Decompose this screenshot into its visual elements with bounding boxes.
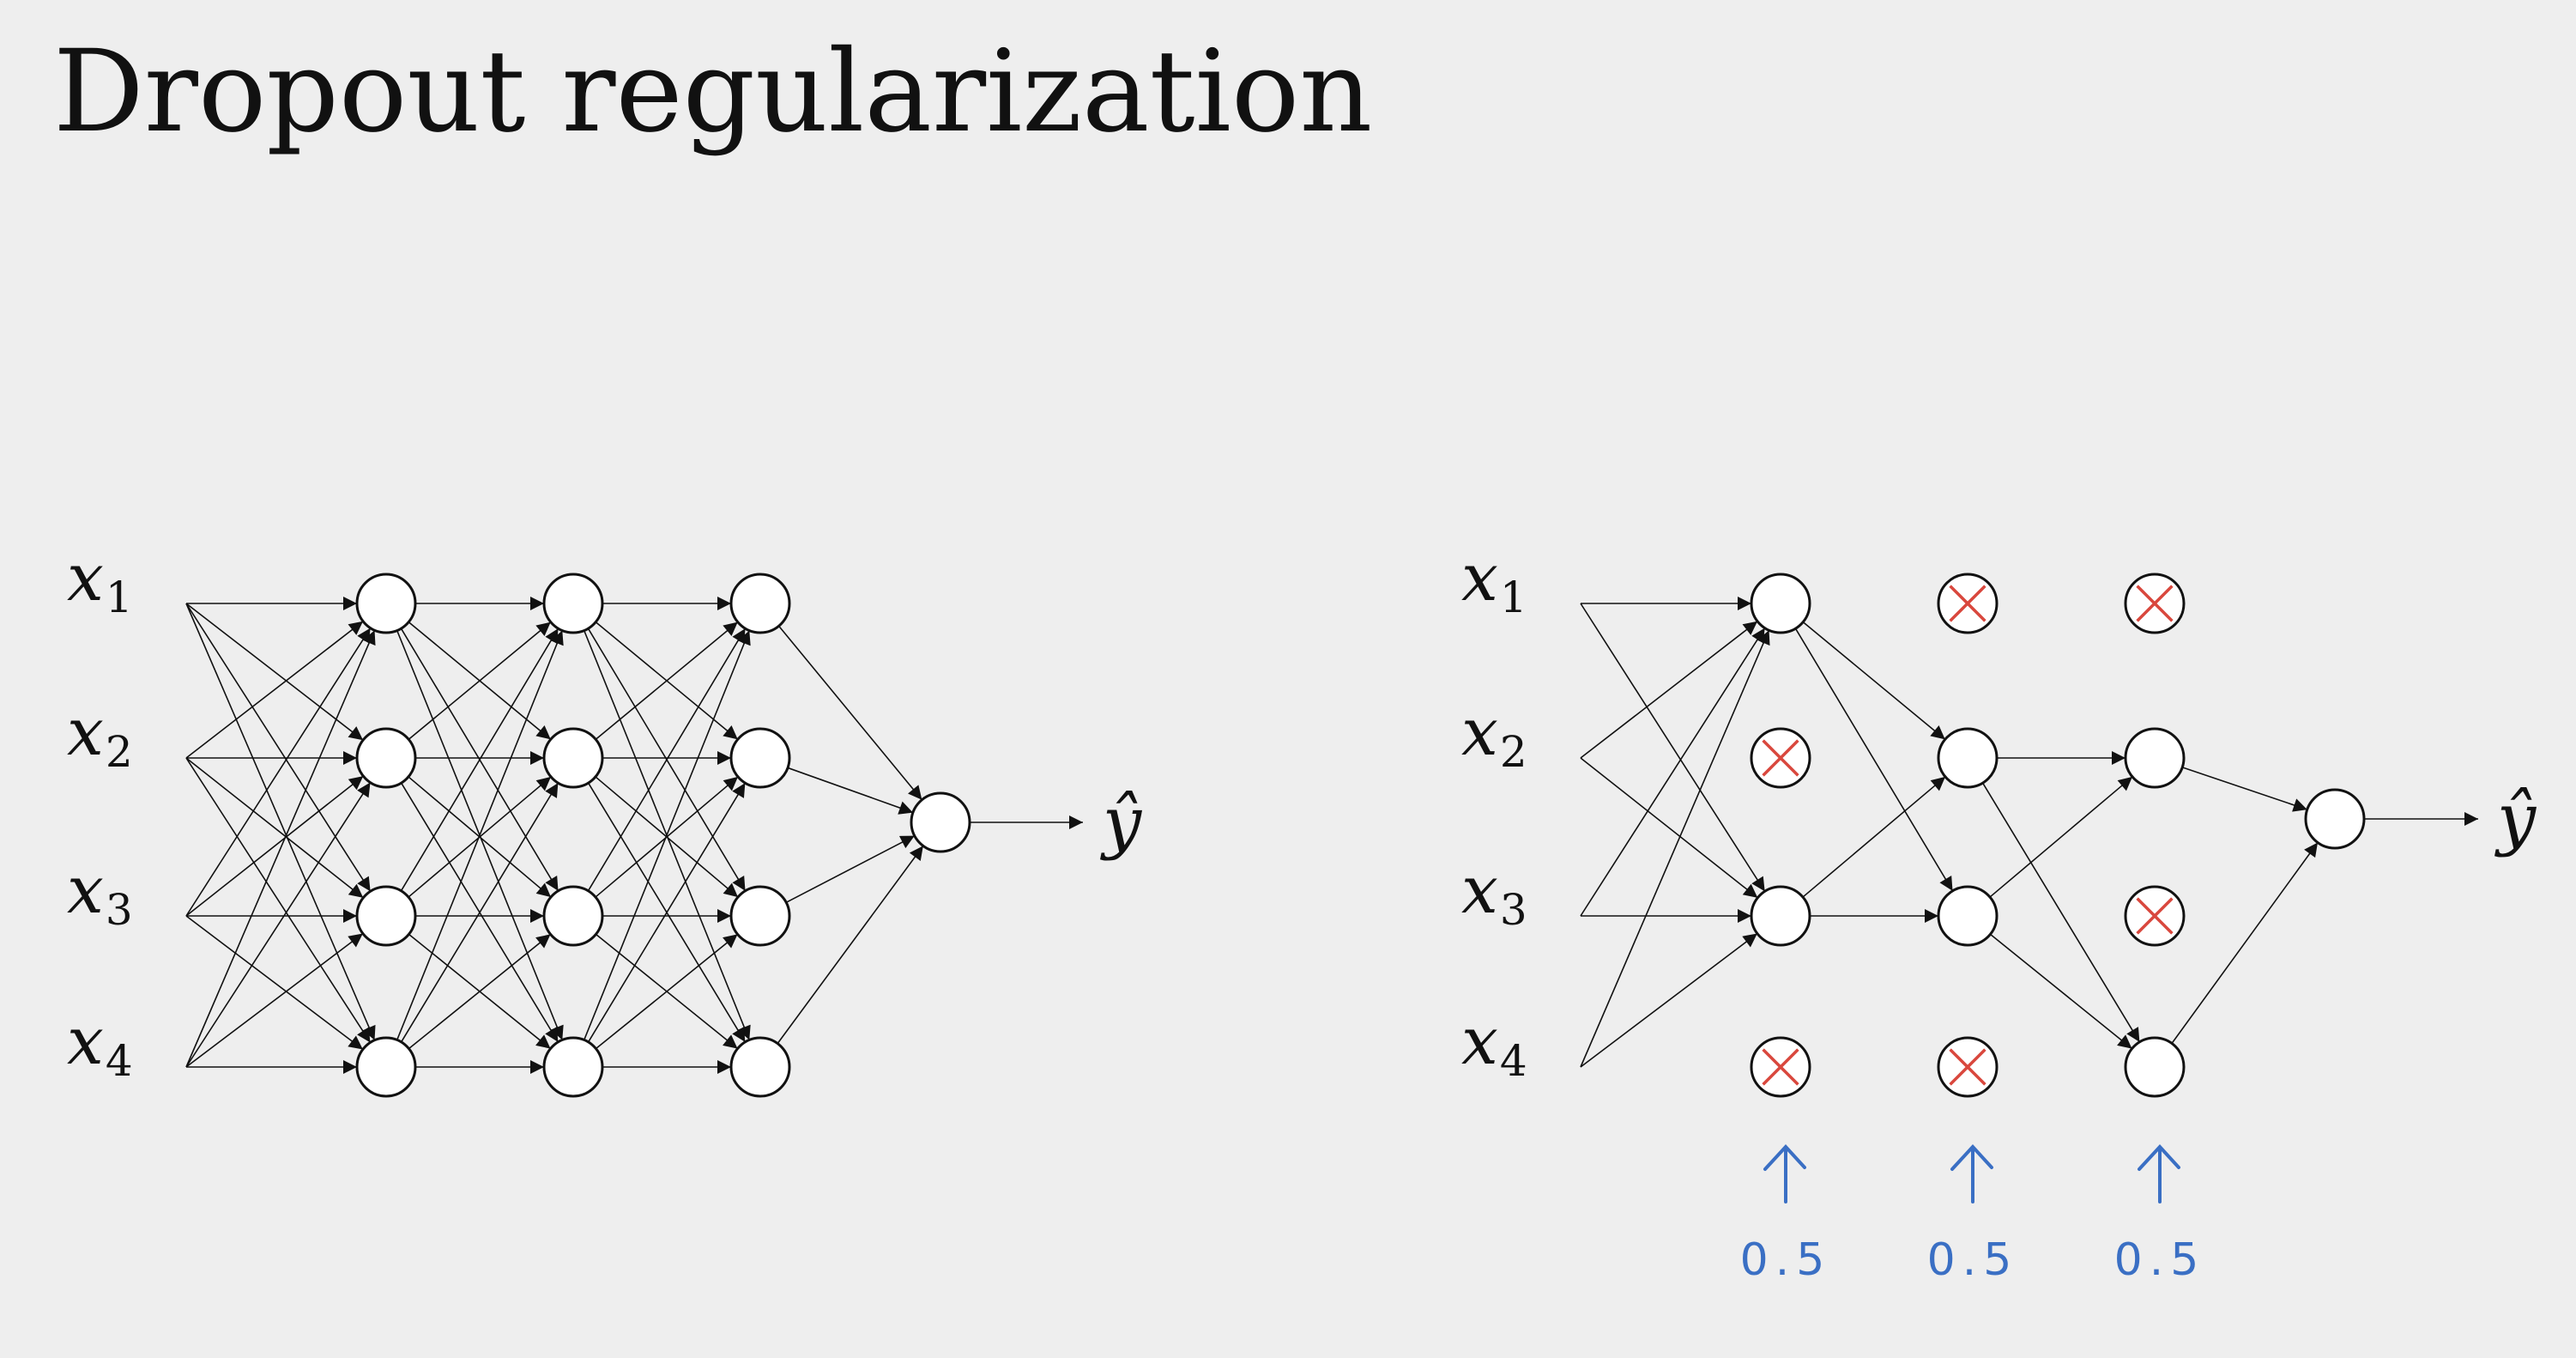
connection <box>1981 782 2141 1043</box>
connection <box>1580 627 1766 917</box>
up-arrow-icon <box>2138 1144 2180 1203</box>
connection <box>1580 603 1766 892</box>
keep-prob-label: 0.5 <box>1740 1234 1832 1286</box>
up-arrow-icon <box>1950 1144 1993 1203</box>
connection <box>777 625 923 801</box>
connection <box>185 915 364 1051</box>
input-label-x2: x2 <box>1461 694 1527 777</box>
dropped-unit <box>1750 1036 1811 1098</box>
cross-icon <box>1762 739 1799 777</box>
connection <box>408 933 552 1050</box>
hidden-unit <box>1937 727 1999 789</box>
connection <box>1989 933 2133 1050</box>
hidden-unit <box>1937 885 1999 947</box>
dropped-unit <box>2124 885 2186 947</box>
keep-prob-annotation: 0.5 <box>1740 1144 1832 1286</box>
input-label-x2: x2 <box>67 694 133 777</box>
edges <box>185 597 924 1074</box>
connection <box>583 630 751 1040</box>
connection <box>185 782 372 1068</box>
connection <box>785 834 916 904</box>
up-arrow-icon <box>1763 1144 1806 1203</box>
connection <box>408 621 552 740</box>
connection <box>777 845 924 1045</box>
hidden-unit <box>729 727 791 789</box>
keep-prob-annotation: 0.5 <box>1927 1144 2019 1286</box>
connection <box>185 932 364 1068</box>
hidden-unit <box>729 573 791 634</box>
input-label-x1: x1 <box>1461 539 1527 622</box>
dropped-unit <box>1937 573 1999 634</box>
hidden-unit <box>729 1036 791 1098</box>
connection <box>1580 757 1758 899</box>
input-label-x4: x4 <box>67 1003 133 1086</box>
keep-prob-label: 0.5 <box>1927 1234 2019 1286</box>
connection <box>587 627 747 892</box>
connection <box>595 933 739 1050</box>
output-label-yhat: ŷ <box>2494 779 2537 858</box>
hidden-unit <box>542 573 604 634</box>
hidden-unit <box>355 885 417 947</box>
connection <box>787 767 914 815</box>
hidden-unit <box>542 1036 604 1098</box>
cross-icon <box>1949 585 1986 622</box>
output-label-yhat: ŷ <box>1100 782 1143 862</box>
connection <box>1580 629 1770 1068</box>
cross-icon <box>2136 585 2174 622</box>
connection <box>185 627 372 917</box>
hidden-unit <box>355 573 417 634</box>
connection <box>185 603 364 741</box>
keep-prob-annotation: 0.5 <box>2114 1144 2206 1286</box>
input-label-x4: x4 <box>1461 1003 1527 1086</box>
hidden-unit <box>355 727 417 789</box>
output-unit <box>2304 788 2366 850</box>
connection <box>1802 776 1946 898</box>
connection <box>185 603 376 1041</box>
input-label-x1: x1 <box>67 539 133 622</box>
hidden-unit <box>542 885 604 947</box>
hidden-unit <box>355 1036 417 1098</box>
connection <box>185 757 364 899</box>
keep-prob-label: 0.5 <box>2114 1234 2206 1286</box>
hidden-unit <box>729 885 791 947</box>
dropout-network: x1 x2 x3 x4 ŷ 0.5 0.5 0.5 <box>1461 539 2537 1286</box>
connection <box>1580 621 1758 759</box>
input-label-x3: x3 <box>1461 852 1527 935</box>
connection <box>1794 627 1954 892</box>
hidden-unit <box>2124 727 2186 789</box>
dropped-unit <box>1750 727 1811 789</box>
hidden-unit <box>2124 1036 2186 1098</box>
input-label-x3: x3 <box>67 852 133 935</box>
full-network: x1 x2 x3 x4 ŷ <box>67 539 1143 1098</box>
connection <box>400 627 559 892</box>
hidden-unit <box>1750 885 1811 947</box>
connection <box>1580 932 1758 1068</box>
hidden-unit <box>542 727 604 789</box>
connection <box>2171 842 2319 1044</box>
hidden-unit <box>1750 573 1811 634</box>
edges <box>1580 597 2319 1068</box>
connection <box>1989 776 2133 898</box>
connection <box>400 782 559 1043</box>
connection <box>185 775 364 917</box>
dropped-unit <box>2124 573 2186 634</box>
cross-icon <box>2136 897 2174 935</box>
connection <box>587 782 747 1043</box>
connection <box>2181 767 2308 812</box>
slide-title: Dropout regularization <box>53 26 1373 158</box>
connection <box>1802 621 1946 740</box>
cross-icon <box>1949 1048 1986 1086</box>
cross-icon <box>1762 1048 1799 1086</box>
output-unit <box>910 791 971 853</box>
connection <box>185 621 364 759</box>
dropped-unit <box>1937 1036 1999 1098</box>
connection <box>185 757 372 1043</box>
connection <box>396 630 564 1040</box>
connection <box>185 629 376 1068</box>
connection <box>185 603 372 892</box>
connection <box>595 621 739 740</box>
